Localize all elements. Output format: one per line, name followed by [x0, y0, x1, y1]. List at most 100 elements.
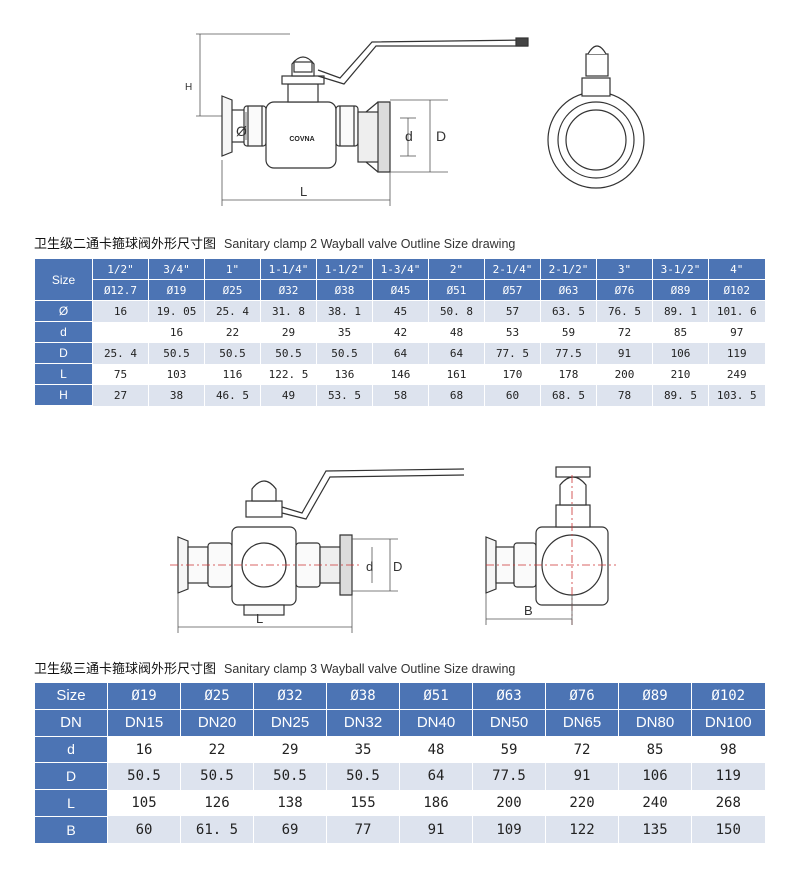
- dia-size-cell: Ø63: [472, 683, 546, 710]
- value-cell: 136: [316, 363, 373, 385]
- value-cell: 64: [399, 762, 473, 790]
- row-label-cell: d: [34, 736, 108, 764]
- dia-size-cell: Ø76: [596, 279, 653, 301]
- value-cell: 78: [596, 384, 653, 406]
- value-cell: 77. 5: [484, 342, 541, 364]
- dn-cell: DN32: [326, 709, 400, 737]
- value-cell: 64: [372, 342, 429, 364]
- value-cell: 53. 5: [316, 384, 373, 406]
- value-cell: 50.5: [316, 342, 373, 364]
- dim-d-label: d: [405, 128, 413, 144]
- value-cell: 77.5: [540, 342, 597, 364]
- value-cell: 146: [372, 363, 429, 385]
- dim-big-d-label-3way: D: [393, 559, 402, 574]
- value-cell: 77.5: [472, 762, 546, 790]
- dn-cell: DN100: [691, 709, 765, 737]
- size-header-cell: Size: [34, 259, 93, 301]
- value-cell: 200: [472, 789, 546, 817]
- row-label-cell: D: [34, 342, 93, 364]
- row-label-cell: L: [34, 363, 93, 385]
- row-label-cell: D: [34, 762, 108, 791]
- value-cell: 60: [484, 384, 541, 406]
- inch-size-cell: 1": [204, 259, 261, 280]
- value-cell: 27: [92, 384, 149, 406]
- value-cell: 61. 5: [180, 816, 254, 844]
- value-cell: 46. 5: [204, 384, 261, 406]
- three-way-valve-drawing: d D L B: [170, 466, 616, 633]
- value-cell: 31. 8: [260, 300, 317, 322]
- row-label-cell: d: [34, 321, 93, 343]
- value-cell: 50.5: [326, 762, 400, 790]
- value-cell: 57: [484, 300, 541, 322]
- dn-cell: DN25: [253, 709, 327, 737]
- value-cell: 53: [484, 321, 541, 343]
- dn-cell: DN20: [180, 709, 254, 737]
- dn-header-cell: DN: [34, 709, 108, 737]
- dn-cell: DN15: [107, 709, 181, 737]
- value-cell: 16: [92, 300, 149, 322]
- dia-size-cell: Ø89: [618, 683, 692, 710]
- value-cell: 50.5: [253, 762, 327, 790]
- dim-l-label-3way: L: [256, 611, 263, 626]
- value-cell: 59: [472, 736, 546, 763]
- section2-title-cn: 卫生级三通卡箍球阀外形尺寸图: [34, 662, 217, 677]
- value-cell: 210: [652, 363, 709, 385]
- dia-size-cell: Ø38: [326, 683, 400, 710]
- dim-h-label: H: [185, 82, 192, 93]
- value-cell: 16: [148, 321, 205, 343]
- section1-title-en: Sanitary clamp 2 Wayball valve Outline S…: [224, 237, 516, 251]
- value-cell: 109: [472, 816, 546, 844]
- dia-size-cell: Ø45: [372, 279, 429, 301]
- value-cell: 119: [708, 342, 765, 364]
- value-cell: 63. 5: [540, 300, 597, 322]
- value-cell: 38. 1: [316, 300, 373, 322]
- value-cell: 119: [691, 762, 765, 790]
- dn-cell: DN80: [618, 709, 692, 737]
- value-cell: 220: [545, 789, 619, 817]
- dia-size-cell: Ø51: [428, 279, 485, 301]
- value-cell: 29: [253, 736, 327, 763]
- inch-size-cell: 3/4": [148, 259, 205, 280]
- value-cell: 50.5: [204, 342, 261, 364]
- value-cell: 25. 4: [92, 342, 149, 364]
- row-label-cell: B: [34, 816, 108, 844]
- section1-title-cn: 卫生级二通卡箍球阀外形尺寸图: [34, 237, 217, 252]
- value-cell: 42: [372, 321, 429, 343]
- section2-title: 卫生级三通卡箍球阀外形尺寸图 Sanitary clamp 3 Wayball v…: [34, 658, 515, 677]
- row-label-cell: Ø: [34, 300, 93, 322]
- dia-size-cell: Ø19: [148, 279, 205, 301]
- dia-size-cell: Ø51: [399, 683, 473, 710]
- inch-size-cell: 1-1/4": [260, 259, 317, 280]
- dia-size-cell: Ø25: [204, 279, 261, 301]
- value-cell: 240: [618, 789, 692, 817]
- brand-label: COVNA: [289, 136, 314, 143]
- value-cell: 68. 5: [540, 384, 597, 406]
- value-cell: 35: [326, 736, 400, 763]
- section2-title-en: Sanitary clamp 3 Wayball valve Outline S…: [224, 662, 516, 676]
- value-cell: 98: [691, 736, 765, 763]
- value-cell: 48: [428, 321, 485, 343]
- value-cell: 50.5: [180, 762, 254, 790]
- value-cell: 77: [326, 816, 400, 844]
- inch-size-cell: 1-3/4": [372, 259, 429, 280]
- value-cell: 122. 5: [260, 363, 317, 385]
- value-cell: 38: [148, 384, 205, 406]
- value-cell: 89. 1: [652, 300, 709, 322]
- value-cell: [92, 321, 149, 343]
- dn-cell: DN40: [399, 709, 473, 737]
- value-cell: 178: [540, 363, 597, 385]
- value-cell: 85: [618, 736, 692, 763]
- value-cell: 22: [180, 736, 254, 763]
- inch-size-cell: 2": [428, 259, 485, 280]
- inch-size-cell: 3-1/2": [652, 259, 709, 280]
